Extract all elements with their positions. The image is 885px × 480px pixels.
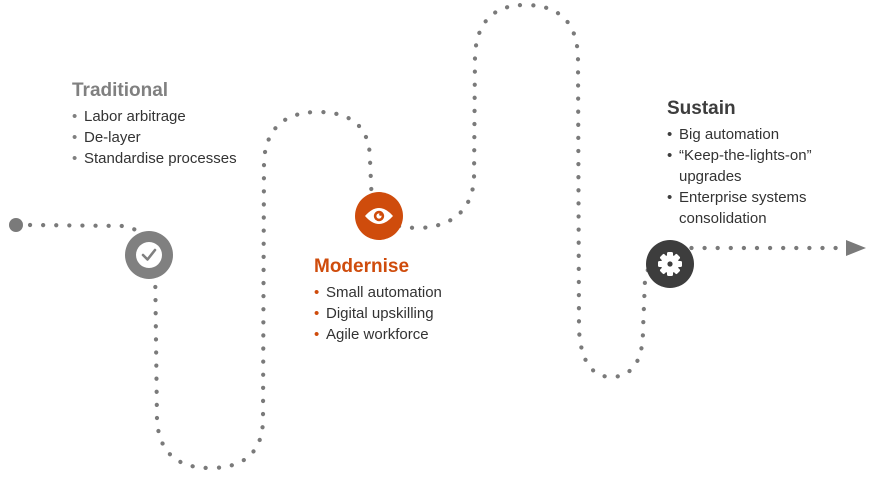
bullet-text: De-layer (84, 129, 141, 146)
bullet-icon: • (72, 108, 78, 125)
milestone-traditional (125, 231, 173, 279)
list-item: • Big automation (667, 124, 867, 145)
stage-traditional: Traditional • Labor arbitrage • De-layer •… (72, 80, 237, 169)
bullet-text: Big automation (679, 126, 780, 143)
bullet-text: Small automation (326, 284, 442, 301)
bullet-icon: • (667, 126, 673, 143)
stage-title: Modernise (314, 256, 410, 277)
arrow-head-icon (846, 240, 866, 256)
list-item: • “Keep-the-lights-on” upgrades (667, 145, 829, 187)
list-item: • Enterprise systems consolidation (667, 187, 849, 229)
list-item: • Standardise processes (72, 148, 237, 169)
bullet-icon: • (314, 305, 320, 322)
bullet-icon: • (667, 189, 673, 206)
stage-title: Traditional (72, 80, 169, 101)
bullet-text: Enterprise systems consolidation (679, 189, 807, 227)
stage-title: Sustain (667, 98, 736, 119)
milestone-modernise (355, 192, 403, 240)
bullet-icon: • (314, 326, 320, 343)
list-item: • Digital upskilling (314, 303, 442, 324)
bullet-text: Labor arbitrage (84, 108, 186, 125)
list-item: • Agile workforce (314, 324, 442, 345)
bullet-icon: • (72, 150, 78, 167)
list-item: • Small automation (314, 282, 442, 303)
checkmark-icon (141, 248, 157, 261)
stage-bullet-list: • Big automation • “Keep-the-lights-on” up… (667, 124, 867, 229)
stage-modernise: Modernise • Small automation • Digital ups… (314, 256, 442, 345)
list-item: • Labor arbitrage (72, 106, 237, 127)
bullet-icon: • (667, 147, 673, 164)
bullet-text: Digital upskilling (326, 305, 434, 322)
path-start-dot (9, 218, 23, 232)
stage-sustain: Sustain • Big automation • “Keep-the-light… (667, 98, 867, 229)
bullet-text: Standardise processes (84, 150, 237, 167)
bullet-icon: • (314, 284, 320, 301)
stage-bullet-list: • Labor arbitrage • De-layer • Standardise … (72, 106, 237, 169)
bullet-icon: • (72, 129, 78, 146)
stage-bullet-list: • Small automation • Digital upskilling • A… (314, 282, 442, 345)
bullet-text: Agile workforce (326, 326, 429, 343)
bullet-text: “Keep-the-lights-on” upgrades (679, 147, 812, 185)
milestone-sustain (646, 240, 694, 288)
list-item: • De-layer (72, 127, 237, 148)
